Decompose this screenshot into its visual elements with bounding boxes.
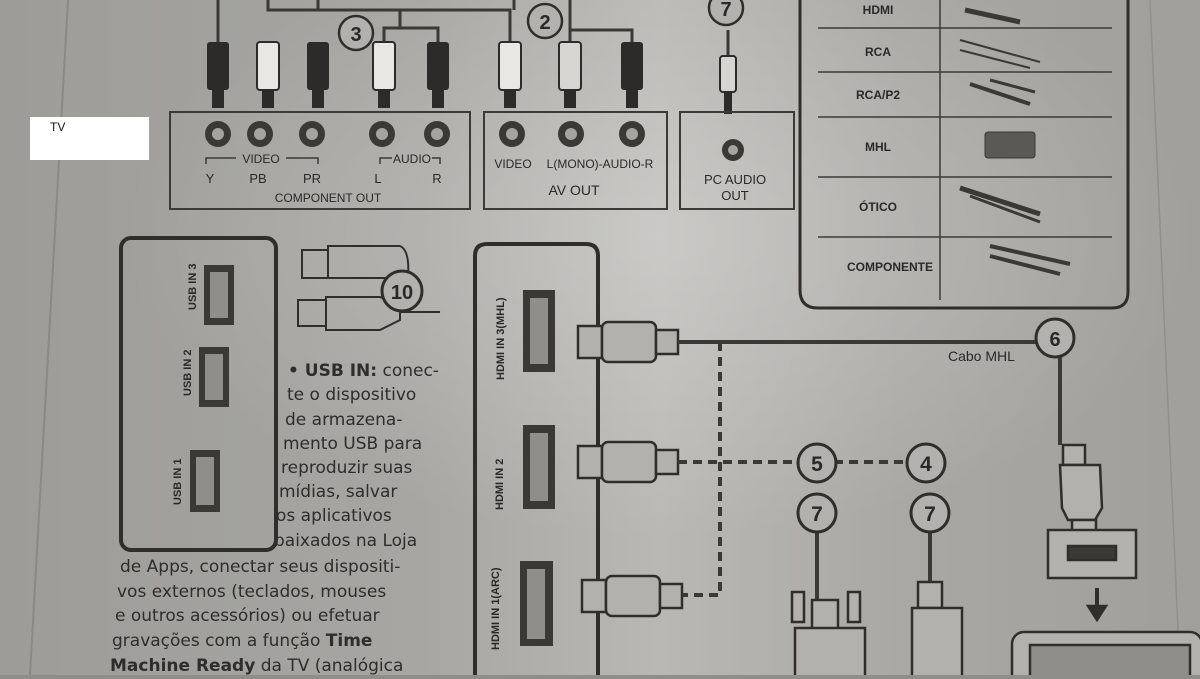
svg-text:HDMI IN 1(ARC): HDMI IN 1(ARC) [490, 567, 502, 650]
machine-ready-label: Machine Ready [110, 656, 256, 676]
svg-text:USB IN 1: USB IN 1 [172, 459, 184, 505]
svg-text:7: 7 [720, 0, 731, 21]
svg-text:HDMI: HDMI [863, 3, 894, 17]
svg-text:R: R [432, 171, 441, 186]
svg-text:RCA: RCA [865, 45, 891, 59]
svg-text:AUDIO: AUDIO [393, 152, 431, 166]
svg-text:2: 2 [539, 12, 550, 34]
usb-desc-line-13: Machine Ready da TV (analógica [110, 654, 403, 679]
page-fold [29, 0, 69, 675]
number-circle-7-left: 7 [796, 492, 838, 534]
usb-desc-line-7: os aplicativos [276, 506, 392, 526]
usb-desc-line-1: • USB IN: conec- [288, 359, 439, 384]
svg-text:PB: PB [249, 171, 266, 186]
usb-desc-line-2: te o dispositivo [287, 385, 417, 405]
usb-port-panel: USB IN 3 USB IN 2 USB IN 1 [119, 236, 278, 552]
pc-audio-out-panel: PC AUDIO OUT [679, 111, 795, 210]
bottom-connectors [790, 580, 964, 675]
svg-text:ÓTICO: ÓTICO [859, 199, 897, 214]
svg-text:MHL: MHL [865, 140, 891, 154]
mhl-plug-and-phone [1010, 443, 1200, 675]
svg-text:5: 5 [811, 453, 823, 476]
usb-desc-line-11: e outros acessórios) ou efetuar [115, 606, 380, 626]
number-circle-3: 3 [337, 14, 375, 52]
svg-text:PC AUDIO: PC AUDIO [704, 172, 766, 187]
svg-text:OUT: OUT [721, 188, 749, 203]
number-circle-2: 2 [526, 2, 564, 40]
usb-in-heading: • USB IN: [288, 361, 378, 381]
svg-text:RCA/P2: RCA/P2 [856, 88, 900, 102]
usb-desc-line-8: baixados na Loja [274, 531, 418, 551]
hdmi-port-panel: HDMI IN 3(MHL) HDMI IN 2 HDMI IN 1(ARC) [473, 242, 600, 675]
svg-text:7: 7 [811, 503, 823, 526]
svg-text:HDMI IN 2: HDMI IN 2 [494, 459, 506, 510]
usb-devices [297, 245, 440, 331]
usb-desc-text-b: da TV (analógica [260, 656, 404, 676]
usb-desc-line-4: mento USB para [283, 434, 423, 454]
number-circle-10: 10 [380, 269, 424, 313]
number-circle-6: 6 [1034, 317, 1076, 359]
svg-text:L(MONO)-AUDIO-R: L(MONO)-AUDIO-R [547, 157, 654, 171]
svg-text:USB IN 2: USB IN 2 [182, 350, 194, 396]
svg-text:L: L [374, 171, 381, 186]
usb-desc-text-a: gravações com a função [112, 631, 321, 651]
number-circle-7-top: 7 [707, 0, 745, 27]
hdmi-cables [576, 320, 684, 618]
usb-desc-line-3: de armazena- [285, 410, 403, 430]
tv-label-box: TV [30, 117, 149, 160]
svg-text:4: 4 [920, 453, 932, 476]
component-out-panel: VIDEO AUDIO Y PB PR L R COMPONENT OUT [169, 111, 471, 210]
usb-desc-line-6: mídias, salvar [279, 482, 398, 502]
usb-desc-line-10: vos externos (teclados, mouses [117, 582, 387, 602]
svg-text:7: 7 [924, 503, 936, 526]
number-circle-5: 5 [796, 442, 838, 484]
svg-text:VIDEO: VIDEO [242, 152, 279, 166]
time-label: Time [325, 631, 373, 651]
svg-text:10: 10 [391, 282, 413, 304]
svg-text:AV OUT: AV OUT [548, 182, 600, 198]
mhl-cable-label: Cabo MHL [948, 348, 1015, 364]
usb-desc-text: conec- [382, 361, 439, 381]
svg-text:USB IN 3: USB IN 3 [187, 264, 199, 310]
svg-text:PR: PR [303, 171, 321, 186]
svg-text:6: 6 [1049, 329, 1060, 351]
number-circle-4: 4 [905, 442, 947, 484]
svg-text:COMPONENTE: COMPONENTE [847, 260, 933, 274]
cable-type-table: HDMI RCA RCA/P2 MHL ÓTICO COMPONENTE [798, 0, 1130, 310]
usb-desc-line-12: gravações com a função Time [112, 629, 372, 654]
svg-text:VIDEO: VIDEO [494, 157, 531, 171]
svg-text:Y: Y [206, 171, 215, 186]
av-out-panel: VIDEO L(MONO)-AUDIO-R AV OUT [483, 111, 668, 210]
usb-desc-line-9: de Apps, conectar seus dispositi- [120, 557, 401, 577]
tv-label: TV [50, 120, 66, 134]
number-circle-7-right: 7 [909, 492, 951, 534]
svg-text:HDMI IN 3(MHL): HDMI IN 3(MHL) [495, 297, 507, 380]
svg-text:COMPONENT OUT: COMPONENT OUT [275, 191, 382, 205]
svg-text:3: 3 [350, 24, 361, 46]
rca-plugs [207, 41, 737, 114]
usb-desc-line-5: reproduzir suas [281, 458, 413, 478]
top-wires [216, 0, 730, 58]
